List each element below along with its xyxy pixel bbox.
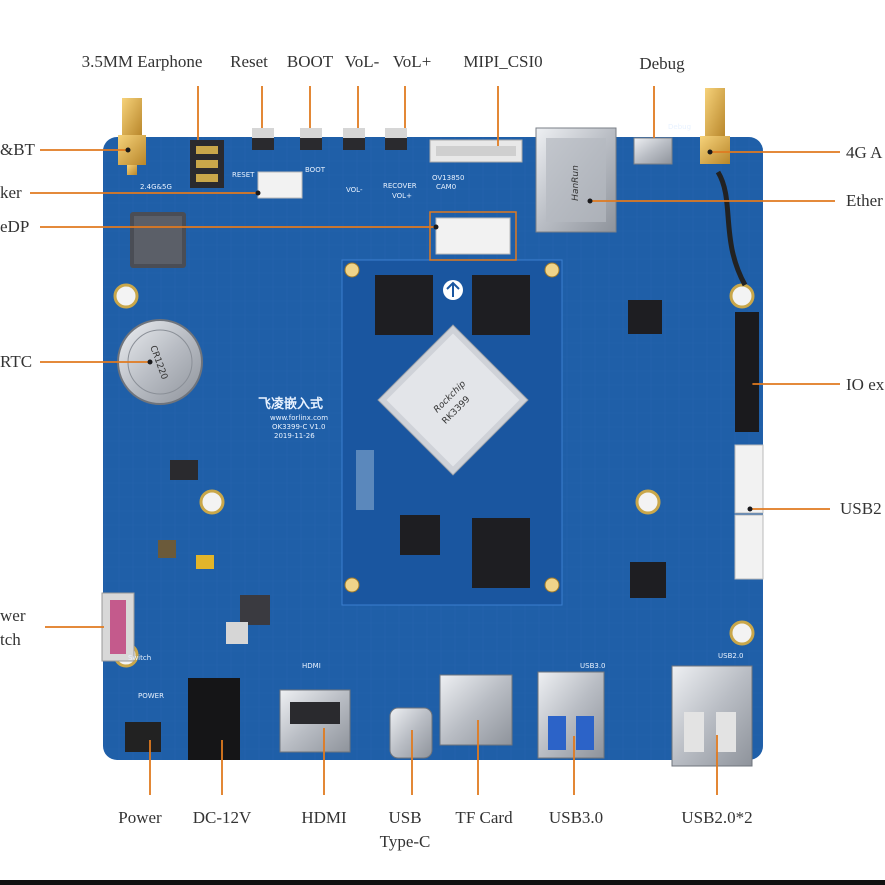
label-hdmi: HDMI	[301, 808, 347, 827]
label-boot: BOOT	[286, 52, 334, 71]
silk-recover: RECOVER	[383, 182, 417, 190]
dc-jack	[188, 678, 240, 760]
eth-brand-text: HanRun	[571, 165, 581, 201]
label-usb-typec-1: USB	[388, 808, 422, 827]
label-reset: Reset	[230, 52, 268, 71]
silk-boot: BOOT	[305, 166, 326, 174]
silk-camera: OV13850	[432, 174, 464, 182]
label-dc12v: DC-12V	[192, 808, 252, 827]
usb3-port	[537, 671, 605, 759]
usb2-header-1	[734, 444, 764, 514]
usbc-port	[389, 707, 433, 759]
silk-usb2: USB2.0	[718, 652, 744, 660]
label-vol-minus: VoL-	[344, 52, 380, 71]
silk-brand-cn: 飞凌嵌入式	[258, 396, 323, 412]
label-vol-plus: VoL+	[392, 52, 432, 71]
power-button	[125, 722, 161, 752]
silk-vol-minus: VOL-	[346, 186, 363, 194]
label-mipi: MIPI_CSI0	[463, 52, 543, 71]
silk-reset: RESET	[232, 171, 255, 179]
label-rtc: RTC	[0, 352, 33, 371]
silk-vol-plus: VOL+	[392, 192, 412, 200]
silk-cam0: CAM0	[436, 183, 456, 191]
label-usb-typec-2: Type-C	[379, 832, 431, 851]
label-wifi-bt: &BT	[0, 140, 35, 159]
label-edp: eDP	[0, 217, 30, 236]
debug-usb	[633, 137, 673, 165]
silk-wifi: 2.4G&5G	[140, 183, 172, 191]
silk-debug: Debug	[668, 123, 691, 131]
silk-power: POWER	[138, 692, 164, 700]
label-earphone: 3.5MM Earphone	[81, 52, 203, 71]
tf-card-slot	[439, 674, 513, 746]
label-power: Power	[118, 808, 162, 827]
ram-chip-2	[472, 275, 530, 335]
label-power-switch-1: wer	[0, 606, 26, 625]
label-4g-antenna: 4G A	[846, 143, 883, 162]
silk-model: OK3399-C V1.0	[272, 423, 325, 431]
usb2-header-2	[734, 514, 764, 580]
ram-chip-1	[375, 275, 433, 335]
silk-hdmi: HDMI	[302, 662, 321, 670]
label-usb30: USB3.0	[548, 808, 604, 827]
silk-date: 2019-11-26	[274, 432, 315, 440]
label-debug: Debug	[639, 54, 685, 73]
label-io-expansion: IO ex	[846, 375, 885, 394]
label-power-switch-2: tch	[0, 630, 21, 649]
bottom-border	[0, 880, 885, 885]
silk-brand-url: www.forlinx.com	[270, 414, 328, 422]
soc-chip	[377, 324, 529, 476]
label-ethernet: Ether	[846, 191, 883, 210]
label-tf-card: TF Card	[455, 808, 513, 827]
silk-usb3: USB3.0	[580, 662, 606, 670]
leader-dots	[125, 147, 753, 512]
silk-switch: Switch	[128, 654, 151, 662]
label-usb20x2: USB2.0*2	[681, 808, 753, 827]
tact-buttons	[252, 128, 407, 150]
io-header	[735, 312, 759, 432]
label-usb2-right: USB2	[840, 499, 882, 518]
label-speaker: ker	[0, 183, 22, 202]
speaker-connector	[257, 171, 303, 199]
leader-lines	[30, 86, 840, 795]
edp-connector	[429, 211, 517, 261]
